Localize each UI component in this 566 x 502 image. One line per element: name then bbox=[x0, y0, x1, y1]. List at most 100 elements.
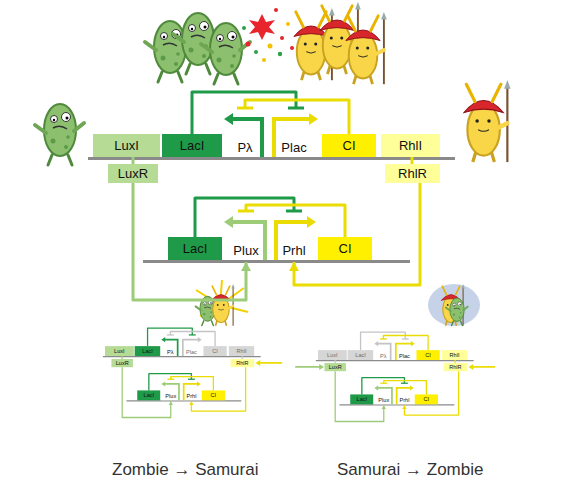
illustration-part bbox=[286, 22, 290, 26]
activation-line bbox=[412, 157, 413, 164]
gene-box: LuxI bbox=[105, 346, 134, 356]
dna-strand bbox=[103, 356, 261, 357]
illustration-part bbox=[246, 42, 251, 47]
promoter-head bbox=[309, 113, 318, 125]
illustration-part bbox=[268, 44, 273, 49]
inhibit-bar bbox=[167, 334, 174, 335]
promoter-stem bbox=[396, 344, 411, 360]
promoter-arrow: Prhl bbox=[394, 385, 415, 404]
samurai-cell bbox=[346, 12, 387, 84]
node-label: Pλ bbox=[167, 349, 174, 355]
node-label: CI bbox=[212, 348, 218, 354]
promoter-arrow: Plac bbox=[393, 341, 415, 360]
inhibit-bar bbox=[286, 210, 302, 213]
signal-arrow bbox=[259, 362, 282, 364]
promoter-arrow: Plux bbox=[373, 385, 394, 404]
gene-box: CI bbox=[202, 390, 225, 400]
node-label: LacI bbox=[355, 352, 366, 358]
node-label: LuxR bbox=[116, 360, 129, 366]
node-label: LacI bbox=[144, 392, 155, 398]
promoter-arrow: Plux bbox=[222, 215, 271, 260]
zombie-cell bbox=[35, 104, 84, 165]
illustration-part bbox=[274, 8, 278, 12]
node-label: LuxR bbox=[329, 364, 342, 370]
promoter-head bbox=[224, 216, 233, 228]
inhibit-bar bbox=[380, 383, 387, 384]
node-label: Plux bbox=[233, 243, 258, 258]
explosion bbox=[242, 8, 294, 62]
node-label: RhlR bbox=[236, 360, 248, 366]
promoter-stem bbox=[165, 384, 179, 400]
node-label: Plac bbox=[186, 349, 197, 355]
haze bbox=[428, 284, 480, 326]
gene-box: LacI bbox=[137, 390, 160, 400]
gene-box: RhlI bbox=[442, 350, 467, 360]
arrow-head bbox=[189, 401, 193, 405]
promoter-arrow: Pλ bbox=[222, 112, 268, 157]
node-label: Plux bbox=[378, 397, 389, 403]
promoter-head bbox=[161, 337, 165, 342]
inhibit-bar bbox=[238, 210, 254, 213]
protein-box: RhlR bbox=[444, 363, 468, 371]
promoter-stem bbox=[165, 340, 178, 356]
node-label: LuxI bbox=[327, 352, 338, 358]
gene-box: LuxI bbox=[93, 134, 160, 157]
arrow-head bbox=[402, 405, 406, 409]
samurai-cell bbox=[211, 284, 235, 326]
node-label: RhlR bbox=[449, 364, 461, 370]
gene-box: CI bbox=[322, 134, 376, 157]
node-label: LacI bbox=[183, 241, 208, 256]
node-label: CI bbox=[424, 396, 430, 402]
connector-line bbox=[411, 157, 414, 164]
signal-arrow bbox=[295, 366, 320, 368]
promoter-stem bbox=[378, 388, 392, 404]
node-label: LuxI bbox=[114, 138, 139, 153]
inhibit-bar bbox=[167, 379, 174, 380]
promoter-arrow: Prhl bbox=[270, 215, 318, 260]
node-label: Pλ bbox=[237, 140, 252, 155]
signal-arrow bbox=[255, 360, 260, 366]
gene-box: RhlI bbox=[381, 134, 440, 157]
gene-box: LacI bbox=[168, 237, 222, 260]
inhibit-bar bbox=[237, 107, 253, 110]
samurai-cell bbox=[464, 80, 510, 162]
promoter-head bbox=[161, 381, 165, 386]
node-label: LacI bbox=[142, 348, 153, 354]
node-label: LuxI bbox=[114, 348, 125, 354]
illustration-part bbox=[262, 58, 266, 62]
promoter-head bbox=[411, 341, 415, 346]
dna-strand bbox=[88, 157, 455, 160]
dna-strand bbox=[316, 360, 474, 361]
illustration-part bbox=[242, 26, 246, 30]
promoter-stem bbox=[232, 222, 265, 260]
arrow-head bbox=[169, 401, 173, 405]
inhibit-bar bbox=[402, 338, 409, 339]
node-label: RhlI bbox=[237, 348, 247, 354]
protein-box: RhlR bbox=[385, 164, 440, 183]
gene-box: LuxI bbox=[318, 350, 347, 360]
promoter-arrow: Plux bbox=[160, 381, 181, 400]
inhibit-bar bbox=[401, 383, 408, 384]
promoter-arrow: Pλ bbox=[160, 337, 180, 356]
protein-box: LuxR bbox=[111, 359, 133, 367]
promoter-head bbox=[224, 113, 233, 125]
node-label: Prhl bbox=[399, 397, 409, 403]
node-label: LacI bbox=[357, 396, 368, 402]
promoter-head bbox=[197, 381, 201, 386]
node-label: LuxR bbox=[118, 166, 148, 181]
gene-box: LacI bbox=[162, 134, 222, 157]
gene-box: LacI bbox=[135, 346, 161, 356]
node-label: LacI bbox=[180, 138, 205, 153]
node-label: RhlR bbox=[398, 166, 427, 181]
promoter-arrow: Plac bbox=[268, 112, 320, 157]
node-label: Plac bbox=[281, 140, 306, 155]
zombie-cell bbox=[446, 298, 468, 325]
caption-label: Samurai → Zombie bbox=[337, 460, 483, 480]
node-label: Prhl bbox=[282, 243, 305, 258]
node-label: CI bbox=[425, 352, 431, 358]
dna-strand bbox=[143, 260, 410, 263]
promoter-head bbox=[307, 216, 316, 228]
inhibit-bar bbox=[189, 334, 196, 335]
activation-line bbox=[133, 157, 134, 164]
